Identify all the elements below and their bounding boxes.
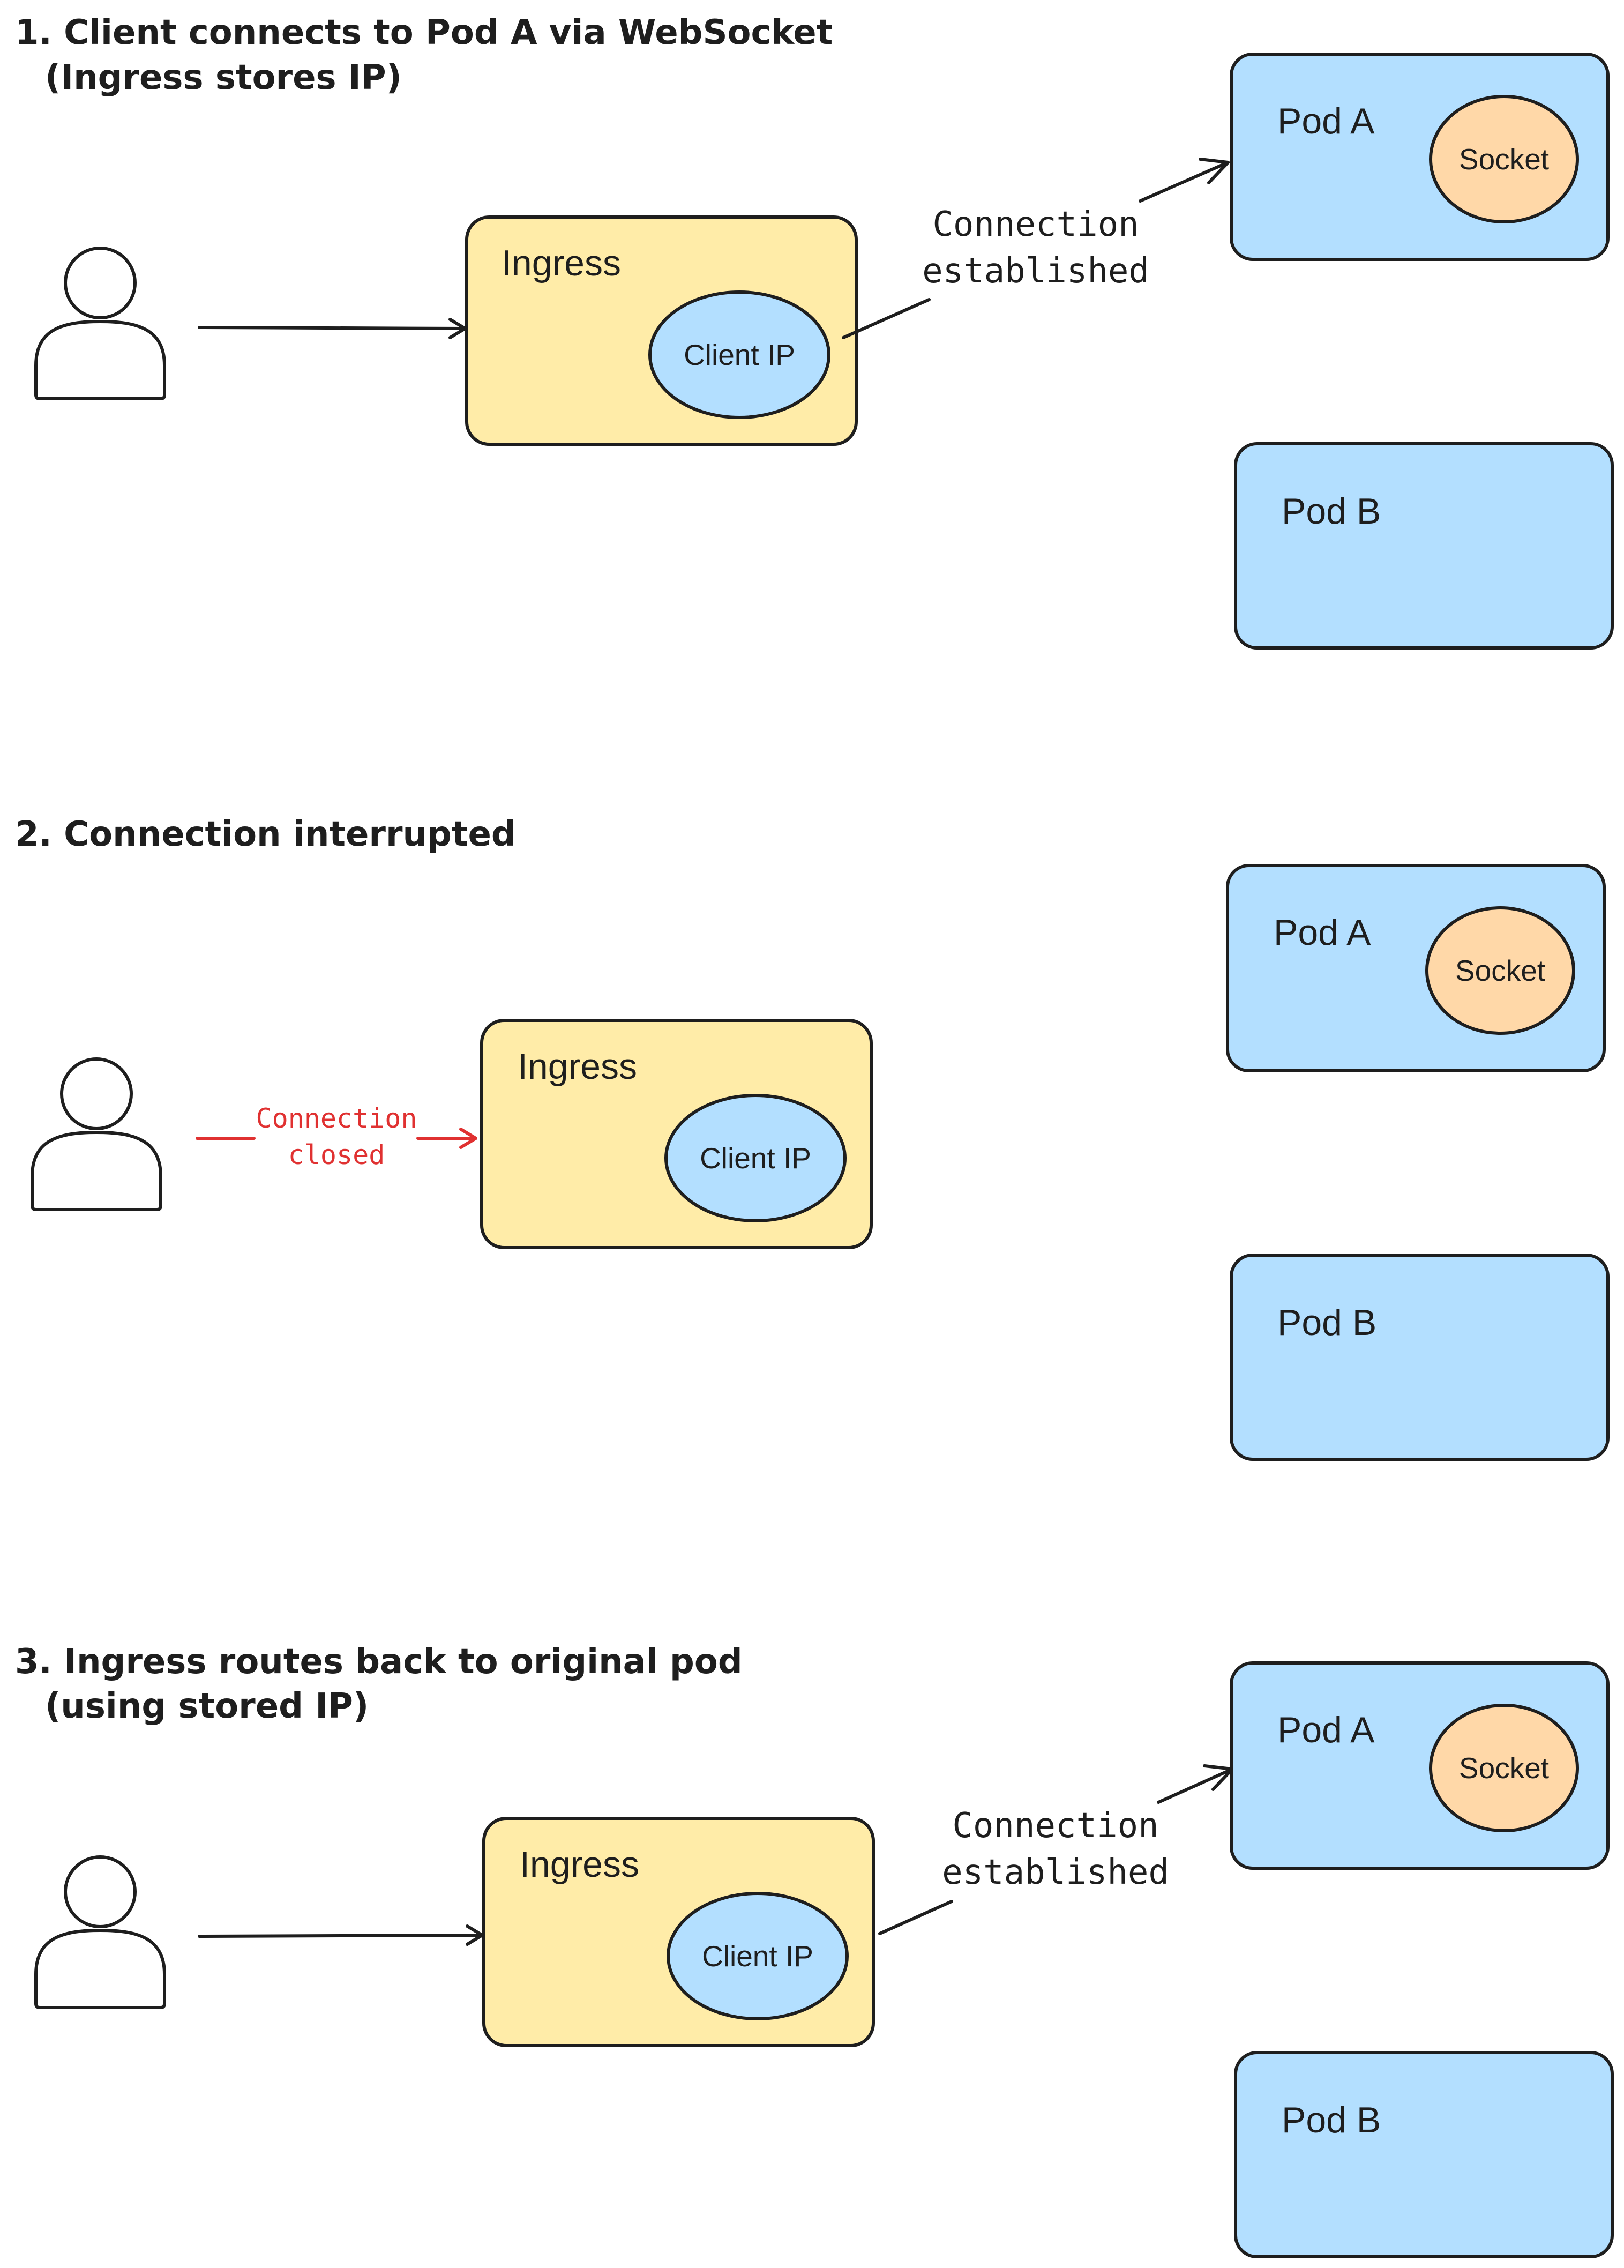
pod-a-box: Pod A Socket	[1226, 864, 1606, 1072]
connection-closed-label: Connection	[256, 1103, 417, 1134]
client-ip-ellipse	[664, 1094, 847, 1222]
step-2-title: 2. Connection interrupted	[15, 815, 516, 854]
socket-label: Socket	[1459, 1751, 1549, 1785]
pod-a-label: Pod A	[1274, 912, 1371, 953]
step-1: 1. Client connects to Pod A via WebSocke…	[15, 13, 1614, 650]
step-3: 3. Ingress routes back to original pod (…	[15, 1642, 1614, 2258]
pod-b-label: Pod B	[1282, 491, 1381, 532]
ingress-box: Ingress Client IP	[480, 1019, 873, 1249]
pod-a-label: Pod A	[1277, 101, 1375, 141]
ingress-box: Ingress Client IP	[482, 1817, 875, 2047]
pod-a-box: Pod A Socket	[1230, 1661, 1610, 1870]
client-ip-label: Client IP	[684, 338, 795, 371]
connection-closed-label-2: closed	[288, 1139, 385, 1170]
client-ip-label: Client IP	[702, 1939, 813, 1973]
socket-ellipse	[1429, 1704, 1579, 1832]
client-ip-ellipse	[667, 1892, 849, 2020]
ingress-to-pod-a-arrow-lower	[878, 1900, 953, 1935]
pod-b-box: Pod B	[1234, 2051, 1614, 2258]
pod-b-label: Pod B	[1282, 2100, 1381, 2140]
ingress-box: Ingress Client IP	[465, 215, 858, 446]
ingress-to-pod-a-arrow-upper	[1157, 1767, 1234, 1804]
socket-label: Socket	[1459, 143, 1549, 176]
client-ip-label: Client IP	[700, 1142, 811, 1175]
socket-label: Socket	[1455, 954, 1545, 987]
socket-ellipse	[1425, 906, 1575, 1035]
connection-established-label-2: established	[922, 251, 1149, 291]
client-to-ingress-arrow	[198, 1934, 484, 1938]
step-3-title: 3. Ingress routes back to original pod	[15, 1642, 743, 1682]
ingress-to-pod-a-arrow-upper	[1139, 161, 1230, 203]
user-icon	[31, 1057, 162, 1211]
ingress-label: Ingress	[518, 1046, 637, 1087]
step-2: 2. Connection interrupted Connection clo…	[15, 815, 1610, 1461]
client-ip-ellipse	[648, 290, 830, 419]
connection-established-label: Connection	[952, 1806, 1158, 1846]
step-1-title: 1. Client connects to Pod A via WebSocke…	[15, 13, 833, 53]
user-icon	[34, 247, 166, 400]
pod-b-box: Pod B	[1234, 442, 1614, 650]
pod-b-label: Pod B	[1277, 1302, 1376, 1343]
step-1-subtitle: (Ingress stores IP)	[45, 58, 402, 98]
pod-a-box: Pod A Socket	[1230, 53, 1610, 261]
client-to-ingress-arrow	[198, 326, 467, 330]
socket-ellipse	[1429, 95, 1579, 223]
pod-b-box: Pod B	[1230, 1254, 1610, 1461]
ingress-label: Ingress	[502, 243, 621, 284]
connection-established-label-2: established	[942, 1853, 1169, 1892]
ingress-label: Ingress	[520, 1844, 639, 1885]
pod-a-label: Pod A	[1277, 1710, 1375, 1750]
ingress-to-pod-a-arrow-lower	[842, 298, 931, 339]
user-icon	[34, 1855, 166, 2009]
connection-established-label: Connection	[932, 205, 1139, 244]
step-3-subtitle: (using stored IP)	[45, 1687, 369, 1726]
